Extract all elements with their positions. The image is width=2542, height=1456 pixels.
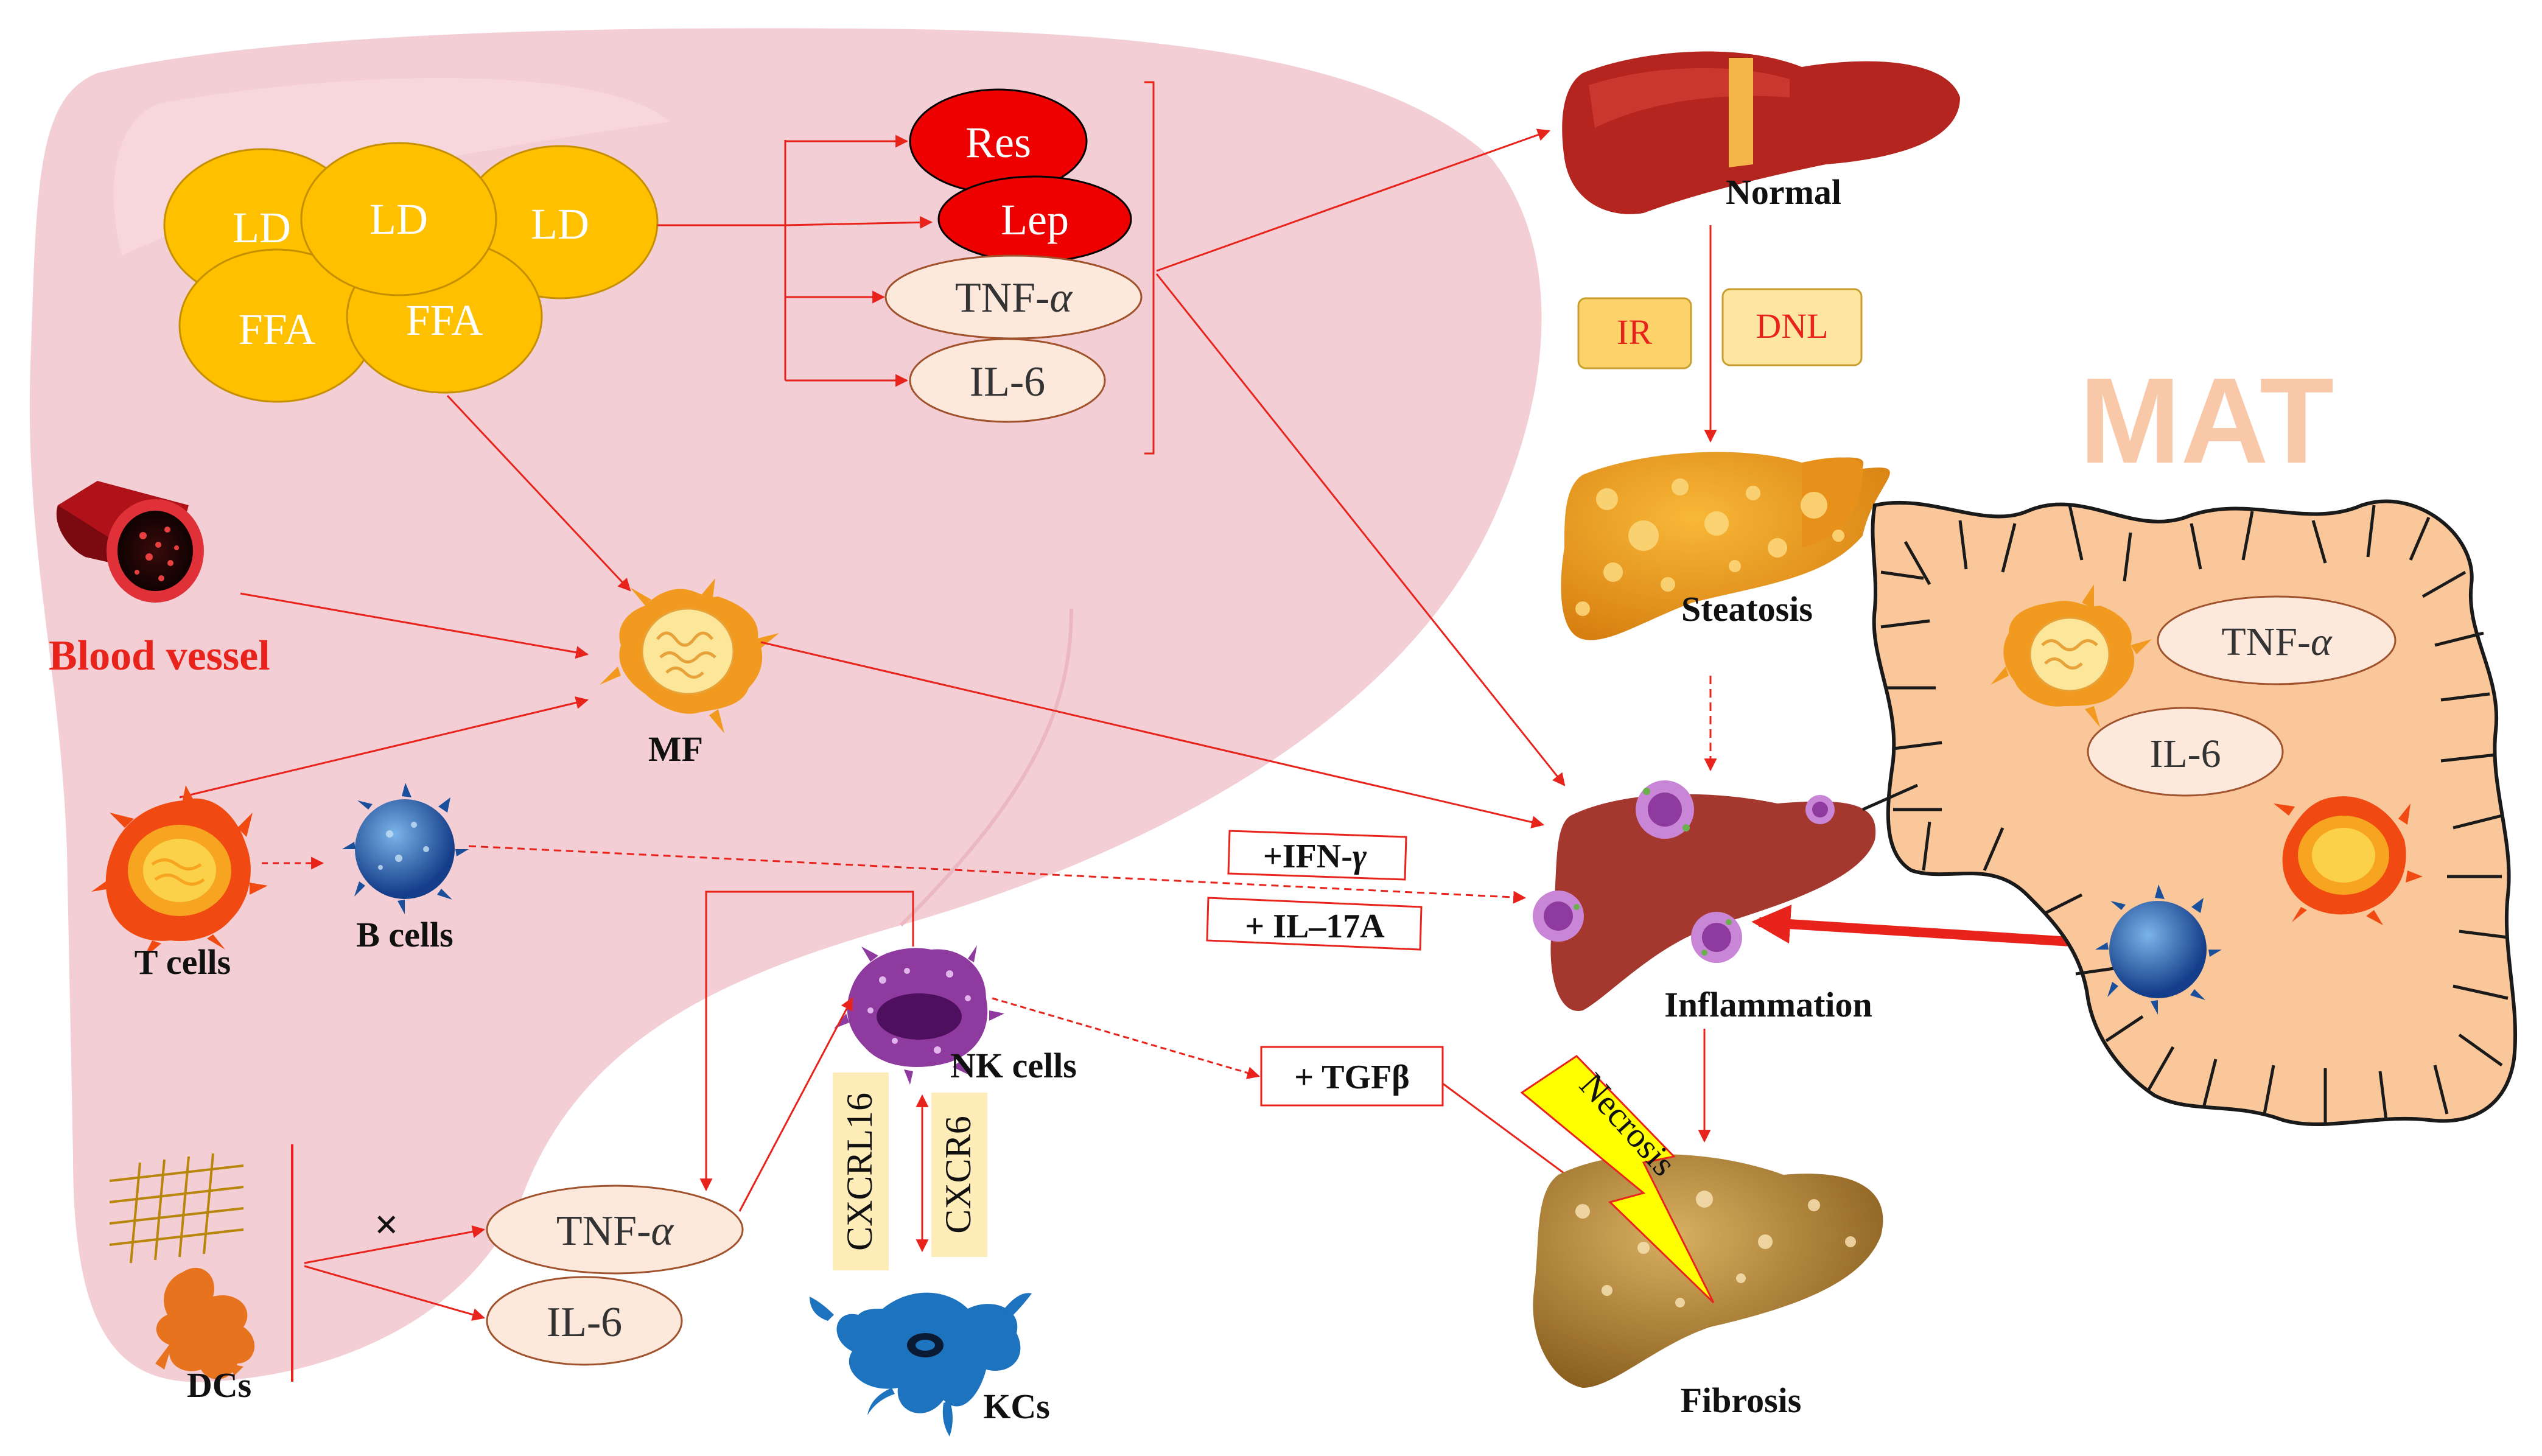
dcs-label: DCs bbox=[187, 1365, 251, 1405]
dnl-label: DNL bbox=[1756, 306, 1828, 346]
kupffer-cell-icon bbox=[810, 1292, 1032, 1437]
lipid-droplet-cluster bbox=[163, 142, 659, 403]
t-cell-icon bbox=[91, 785, 268, 959]
arrow-nk-to-tgf bbox=[992, 997, 1261, 1079]
mat-tnf-alpha-label: TNF-α bbox=[2221, 620, 2333, 664]
dc-tnf-alpha-node bbox=[486, 1185, 744, 1275]
ffa-label: FFA bbox=[239, 305, 316, 354]
arrow-dcs-to-tnf bbox=[304, 1225, 486, 1264]
arrow-tnf-to-nk bbox=[738, 997, 853, 1212]
il17a-label: + IL–17A bbox=[1245, 908, 1385, 945]
resistin-label: Res bbox=[965, 118, 1031, 167]
b-cells-label: B cells bbox=[356, 915, 453, 954]
mat-title: MAT bbox=[2079, 353, 2334, 489]
b-cell-icon bbox=[342, 783, 469, 914]
cxcr6-label: CXCR6 bbox=[938, 1116, 978, 1233]
cxcrl16-label: CXCRL16 bbox=[839, 1093, 880, 1251]
cxcrl16-tag bbox=[833, 1073, 889, 1270]
dc-il6-node bbox=[486, 1276, 683, 1366]
leptin-label: Lep bbox=[1001, 195, 1069, 244]
ir-box bbox=[1577, 297, 1692, 369]
ld-label: LD bbox=[369, 195, 428, 243]
normal-label: Normal bbox=[1726, 172, 1841, 212]
arrow-ld-to-mf bbox=[446, 394, 631, 592]
cxcr6-tag bbox=[931, 1093, 987, 1257]
arrow-vessel-to-mf bbox=[240, 592, 589, 659]
il6-node bbox=[909, 338, 1106, 423]
mat-t-cell-icon bbox=[2274, 796, 2423, 925]
kcs-label: KCs bbox=[983, 1387, 1050, 1426]
dc-il6-label: IL-6 bbox=[547, 1299, 622, 1346]
inflammation-liver-icon bbox=[1533, 780, 1876, 1011]
ifn-gamma-label: +IFN-γ bbox=[1263, 838, 1367, 875]
steatosis-label: Steatosis bbox=[1681, 589, 1813, 629]
t-cells-label: T cells bbox=[135, 942, 231, 982]
mat-macrophage-icon bbox=[1991, 584, 2152, 727]
dc-tnf-alpha-label: TNF-α bbox=[556, 1208, 674, 1255]
steatosis-liver-icon bbox=[1561, 452, 1890, 640]
tgf-beta-box bbox=[1260, 1046, 1444, 1107]
necrosis-lightning-icon bbox=[1520, 1055, 1715, 1304]
il17a-box bbox=[1206, 897, 1423, 951]
arrow-tgf-to-fibrosis bbox=[1442, 1082, 1584, 1188]
macrophage-icon bbox=[600, 578, 779, 733]
liver-lobe-curve bbox=[899, 608, 1073, 927]
mat-il6-label: IL-6 bbox=[2149, 732, 2221, 776]
nk-cell-icon bbox=[834, 945, 1004, 1085]
blood-vessel-label: Blood vessel bbox=[49, 632, 270, 679]
lipid-droplet bbox=[300, 142, 497, 296]
fibrosis-label: Fibrosis bbox=[1681, 1381, 1802, 1420]
arrow-bcell-to-inflammation bbox=[468, 845, 1527, 904]
inhibit-mark: × bbox=[374, 1202, 399, 1248]
arrow-mat-to-inflammation bbox=[1751, 905, 2101, 948]
il6-label: IL-6 bbox=[970, 359, 1045, 405]
mf-label: MF bbox=[648, 729, 703, 769]
immune-cell-particle bbox=[1533, 780, 1835, 963]
tnf-alpha-label: TNF-α bbox=[955, 275, 1073, 321]
arrow-tcell-to-mf bbox=[179, 696, 589, 799]
arrow-to-inflammation bbox=[1155, 273, 1566, 786]
mat-il6-node bbox=[2087, 707, 2284, 797]
ifn-gamma-box bbox=[1227, 830, 1407, 881]
inflammation-label: Inflammation bbox=[1664, 985, 1872, 1024]
mat-tissue-shape bbox=[1871, 499, 2517, 1127]
tgf-beta-label: + TGFβ bbox=[1294, 1059, 1410, 1096]
mat-tnf-alpha-node bbox=[2157, 595, 2397, 685]
blood-vessel-icon bbox=[56, 481, 204, 603]
adipokine-bracket bbox=[1144, 81, 1155, 455]
nk-cells-label: NK cells bbox=[950, 1046, 1077, 1085]
dendritic-cell-mesh-icon bbox=[109, 1153, 244, 1264]
dnl-box bbox=[1721, 288, 1863, 366]
adipokine-branch-arrows bbox=[657, 135, 933, 387]
normal-liver-icon bbox=[1562, 51, 1960, 214]
ld-label: LD bbox=[233, 203, 291, 252]
mat-b-cell-icon bbox=[2095, 884, 2222, 1015]
ir-label: IR bbox=[1617, 312, 1652, 352]
arrow-dcs-to-il6 bbox=[304, 1265, 486, 1321]
arrow-nk-loop-to-tnf bbox=[699, 891, 914, 1192]
mat-septa-lines bbox=[1861, 505, 2509, 1123]
ld-label: LD bbox=[531, 200, 589, 248]
arrow-mf-to-inflammation bbox=[760, 641, 1545, 828]
arrow-to-normal bbox=[1156, 128, 1550, 272]
ffa-label: FFA bbox=[406, 296, 483, 345]
dendritic-cell-icon bbox=[155, 1267, 255, 1380]
fibrosis-liver-icon bbox=[1533, 1154, 1883, 1388]
